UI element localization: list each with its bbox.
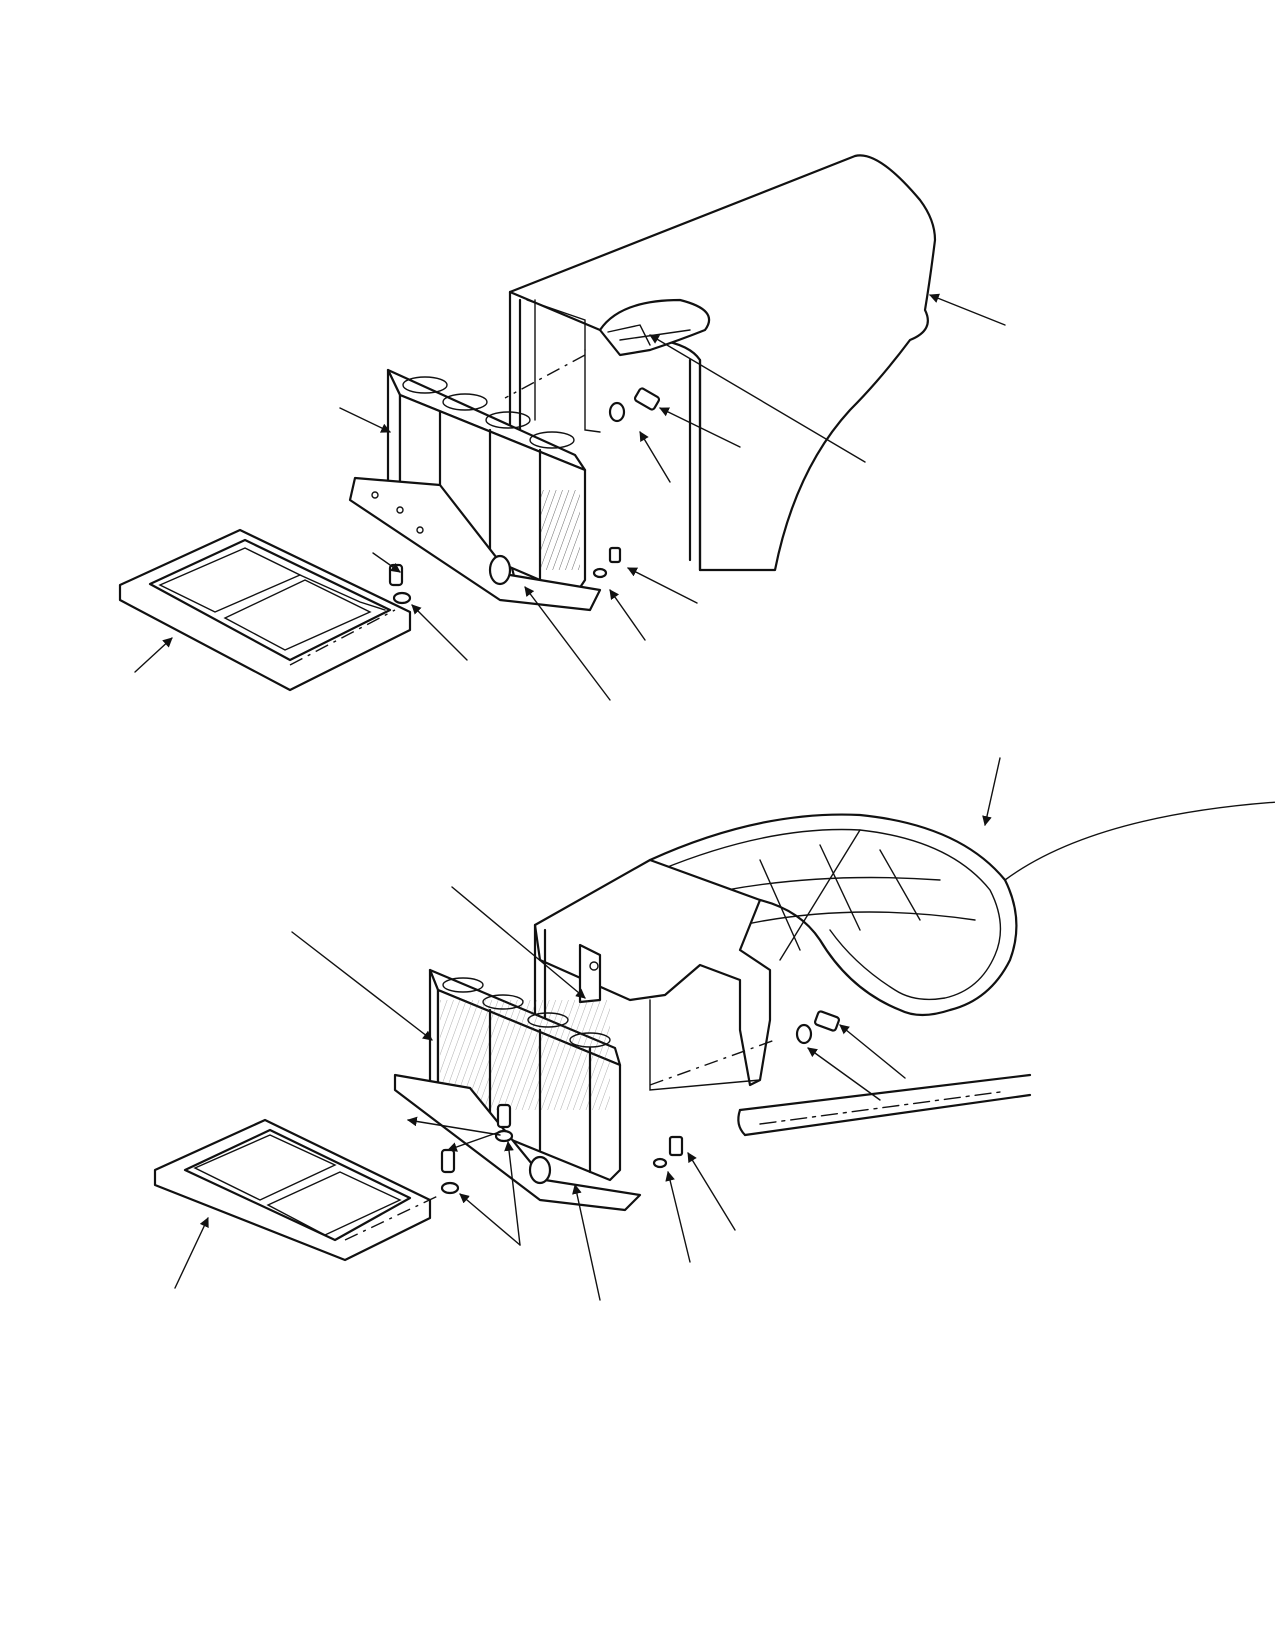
upper-view <box>118 154 1006 701</box>
leader-washer <box>639 431 671 483</box>
leader-fastener <box>839 1024 906 1079</box>
leader-canopy <box>982 757 1001 826</box>
lower-filter-screen <box>153 1118 441 1262</box>
upper-intake-frame <box>348 368 602 612</box>
lower-intake-frame <box>393 968 642 1212</box>
leader-filter <box>174 1217 209 1289</box>
leader-fastener-2 <box>627 567 698 604</box>
leader-fastener <box>659 407 741 448</box>
upper-leader-lines <box>134 293 1006 701</box>
leader-screw-a <box>407 1116 501 1136</box>
leader-filter <box>134 637 173 673</box>
leader-seal <box>665 1171 691 1263</box>
leader-cover <box>451 886 586 999</box>
leader-seal <box>649 334 866 463</box>
lower-hardware <box>440 1010 840 1195</box>
leader-seal-2 <box>609 589 646 641</box>
leader-washer <box>807 1047 881 1101</box>
leader-base <box>524 586 611 701</box>
lower-leader-lines <box>174 757 1001 1301</box>
leader-fastener-2 <box>687 1152 736 1231</box>
upper-filter-screen <box>118 528 412 692</box>
leader-screw-b <box>447 1129 506 1152</box>
leader-washer-2 <box>411 604 468 661</box>
leader-fairing <box>929 293 1006 326</box>
lower-view <box>153 757 1275 1301</box>
leader-screw <box>372 552 401 573</box>
leader-intake-frame <box>291 931 433 1041</box>
leader-intake-frame <box>339 407 391 433</box>
leader-base <box>572 1184 601 1301</box>
leader-washer-2 <box>459 1193 521 1246</box>
leader-washer-3 <box>504 1141 521 1246</box>
